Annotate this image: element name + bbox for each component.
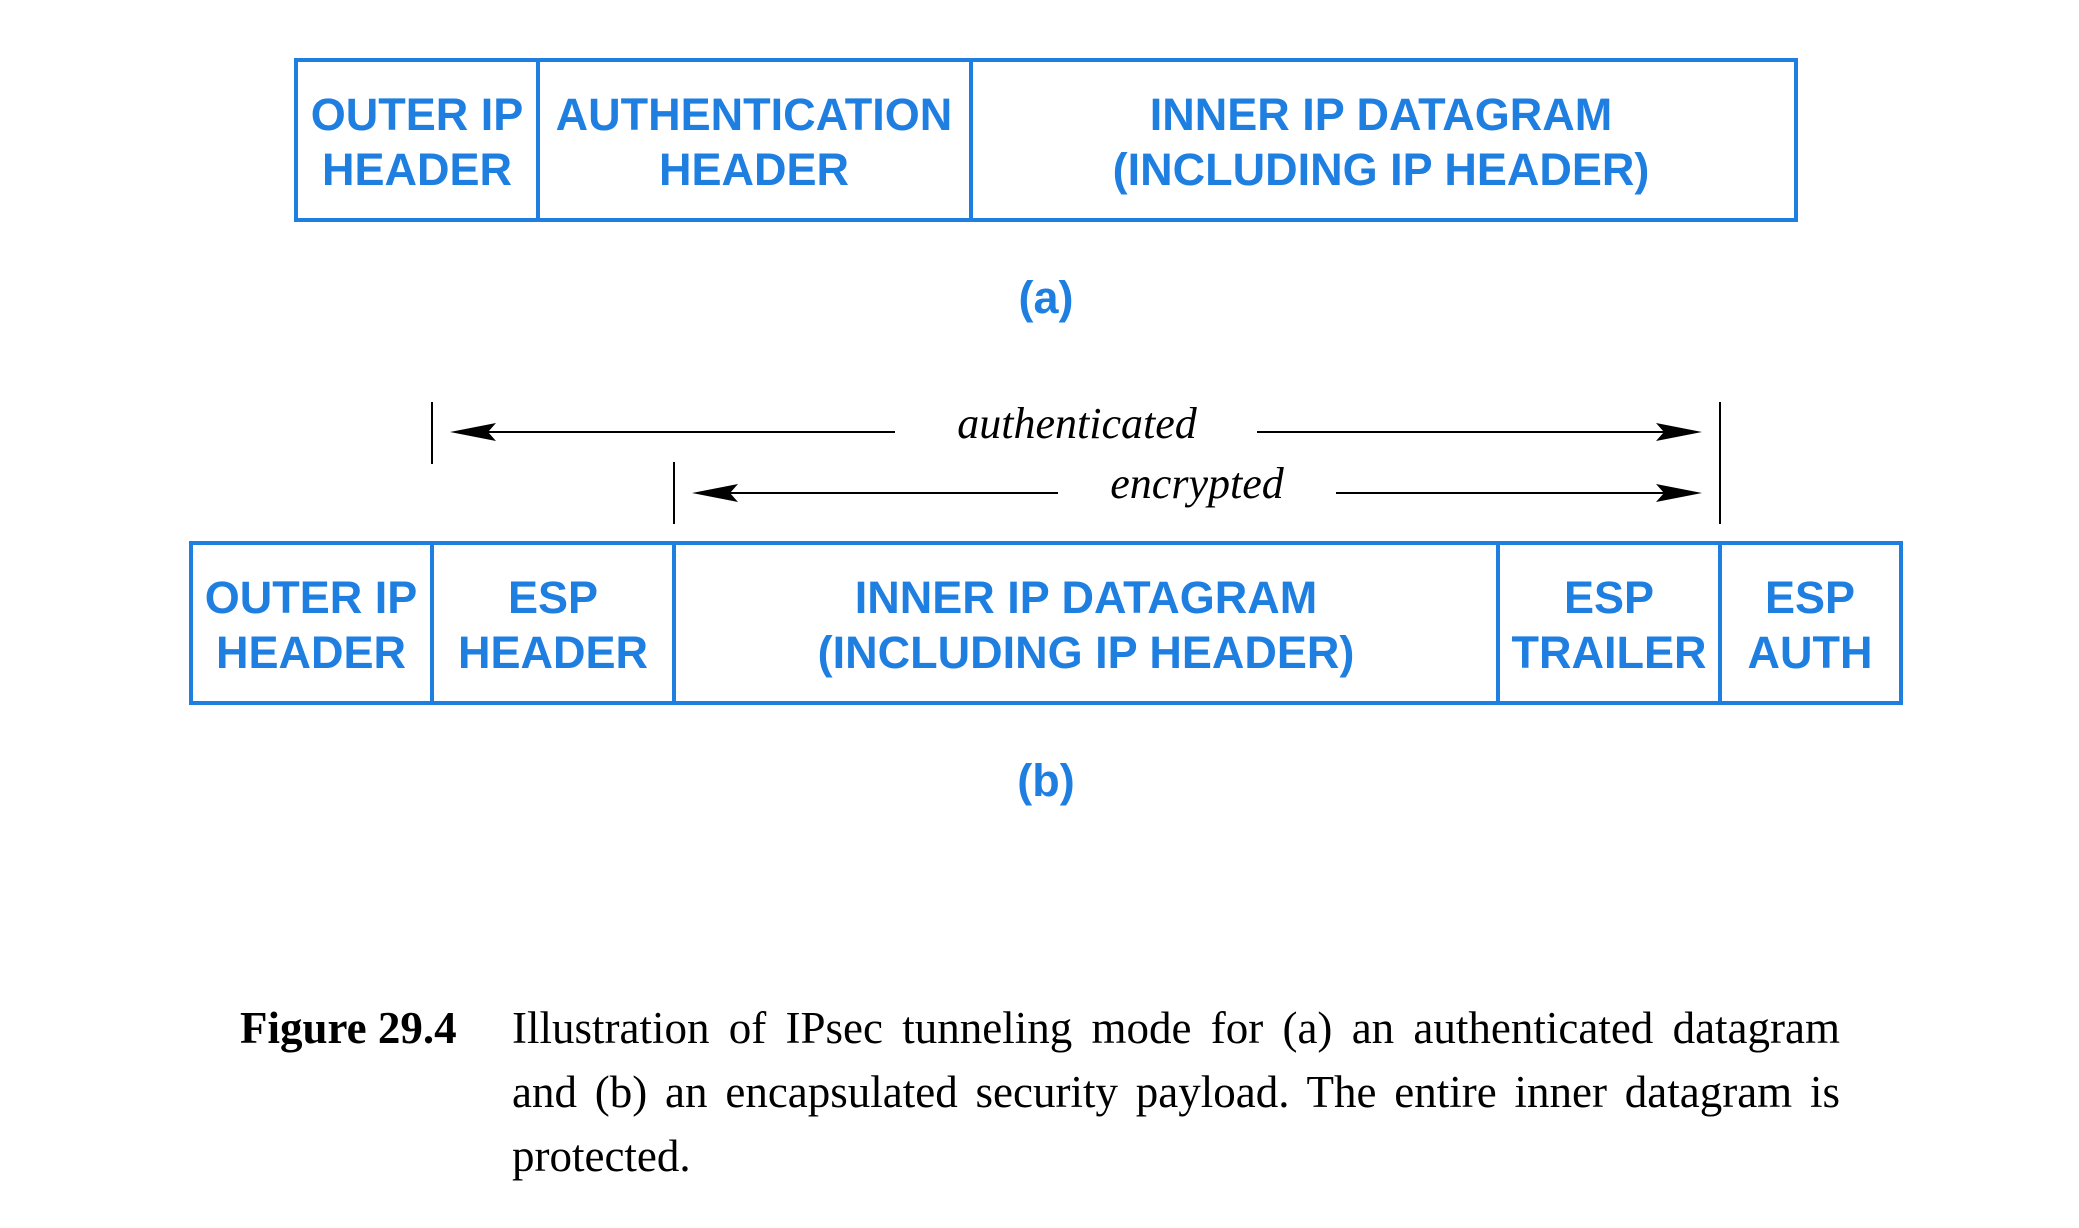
- field-line: OUTER IP: [311, 89, 524, 140]
- diagram-b-frame: [189, 541, 1903, 705]
- field-line: OUTER IP: [205, 572, 418, 623]
- field-line: HEADER: [659, 144, 849, 195]
- diagram-a-field-authentication-header: AUTHENTICATION HEADER: [556, 89, 953, 195]
- diagram-a-label: (a): [1019, 272, 1074, 323]
- diagram-a-field-outer-ip-header: OUTER IP HEADER: [311, 89, 524, 195]
- field-line: HEADER: [458, 627, 648, 678]
- diagram-a: OUTER IP HEADER AUTHENTICATION HEADER IN…: [294, 58, 1798, 323]
- diagram-b-label: (b): [1017, 755, 1074, 806]
- figure-caption-text: Illustration of IPsec tunneling mode for…: [512, 1003, 1840, 1181]
- field-line: INNER IP DATAGRAM: [1150, 89, 1613, 140]
- diagram-b-field-esp-header: ESP HEADER: [458, 572, 648, 678]
- encrypted-label: encrypted: [1110, 459, 1284, 508]
- field-line: TRAILER: [1512, 627, 1707, 678]
- diagram-b-field-inner-ip-datagram: INNER IP DATAGRAM (INCLUDING IP HEADER): [818, 572, 1355, 678]
- field-line: ESP: [1564, 572, 1654, 623]
- figure-caption-label: Figure 29.4: [240, 1003, 457, 1053]
- authenticated-left-arrowhead: [450, 423, 496, 441]
- diagram-a-field-inner-ip-datagram: INNER IP DATAGRAM (INCLUDING IP HEADER): [1113, 89, 1650, 195]
- diagram-b-spans: authenticated encrypted: [431, 399, 1721, 524]
- diagram-b-field-esp-trailer: ESP TRAILER: [1512, 572, 1707, 678]
- authenticated-label: authenticated: [957, 399, 1197, 448]
- diagram-b: OUTER IP HEADER ESP HEADER INNER IP DATA…: [189, 541, 1903, 806]
- field-line: HEADER: [216, 627, 406, 678]
- encrypted-right-arrowhead: [1656, 484, 1702, 502]
- field-line: AUTH: [1748, 627, 1873, 678]
- encrypted-left-arrowhead: [692, 484, 738, 502]
- field-line: AUTHENTICATION: [556, 89, 953, 140]
- field-line: ESP: [508, 572, 598, 623]
- authenticated-right-arrowhead: [1656, 423, 1702, 441]
- field-line: ESP: [1765, 572, 1855, 623]
- field-line: HEADER: [322, 144, 512, 195]
- diagram-a-frame: [294, 58, 1798, 222]
- field-line: (INCLUDING IP HEADER): [818, 627, 1355, 678]
- diagram-b-field-outer-ip-header: OUTER IP HEADER: [205, 572, 418, 678]
- field-line: INNER IP DATAGRAM: [855, 572, 1318, 623]
- field-line: (INCLUDING IP HEADER): [1113, 144, 1650, 195]
- figure-caption: Figure 29.4 Illustration of IPsec tunnel…: [240, 996, 1840, 1188]
- diagram-b-field-esp-auth: ESP AUTH: [1748, 572, 1873, 678]
